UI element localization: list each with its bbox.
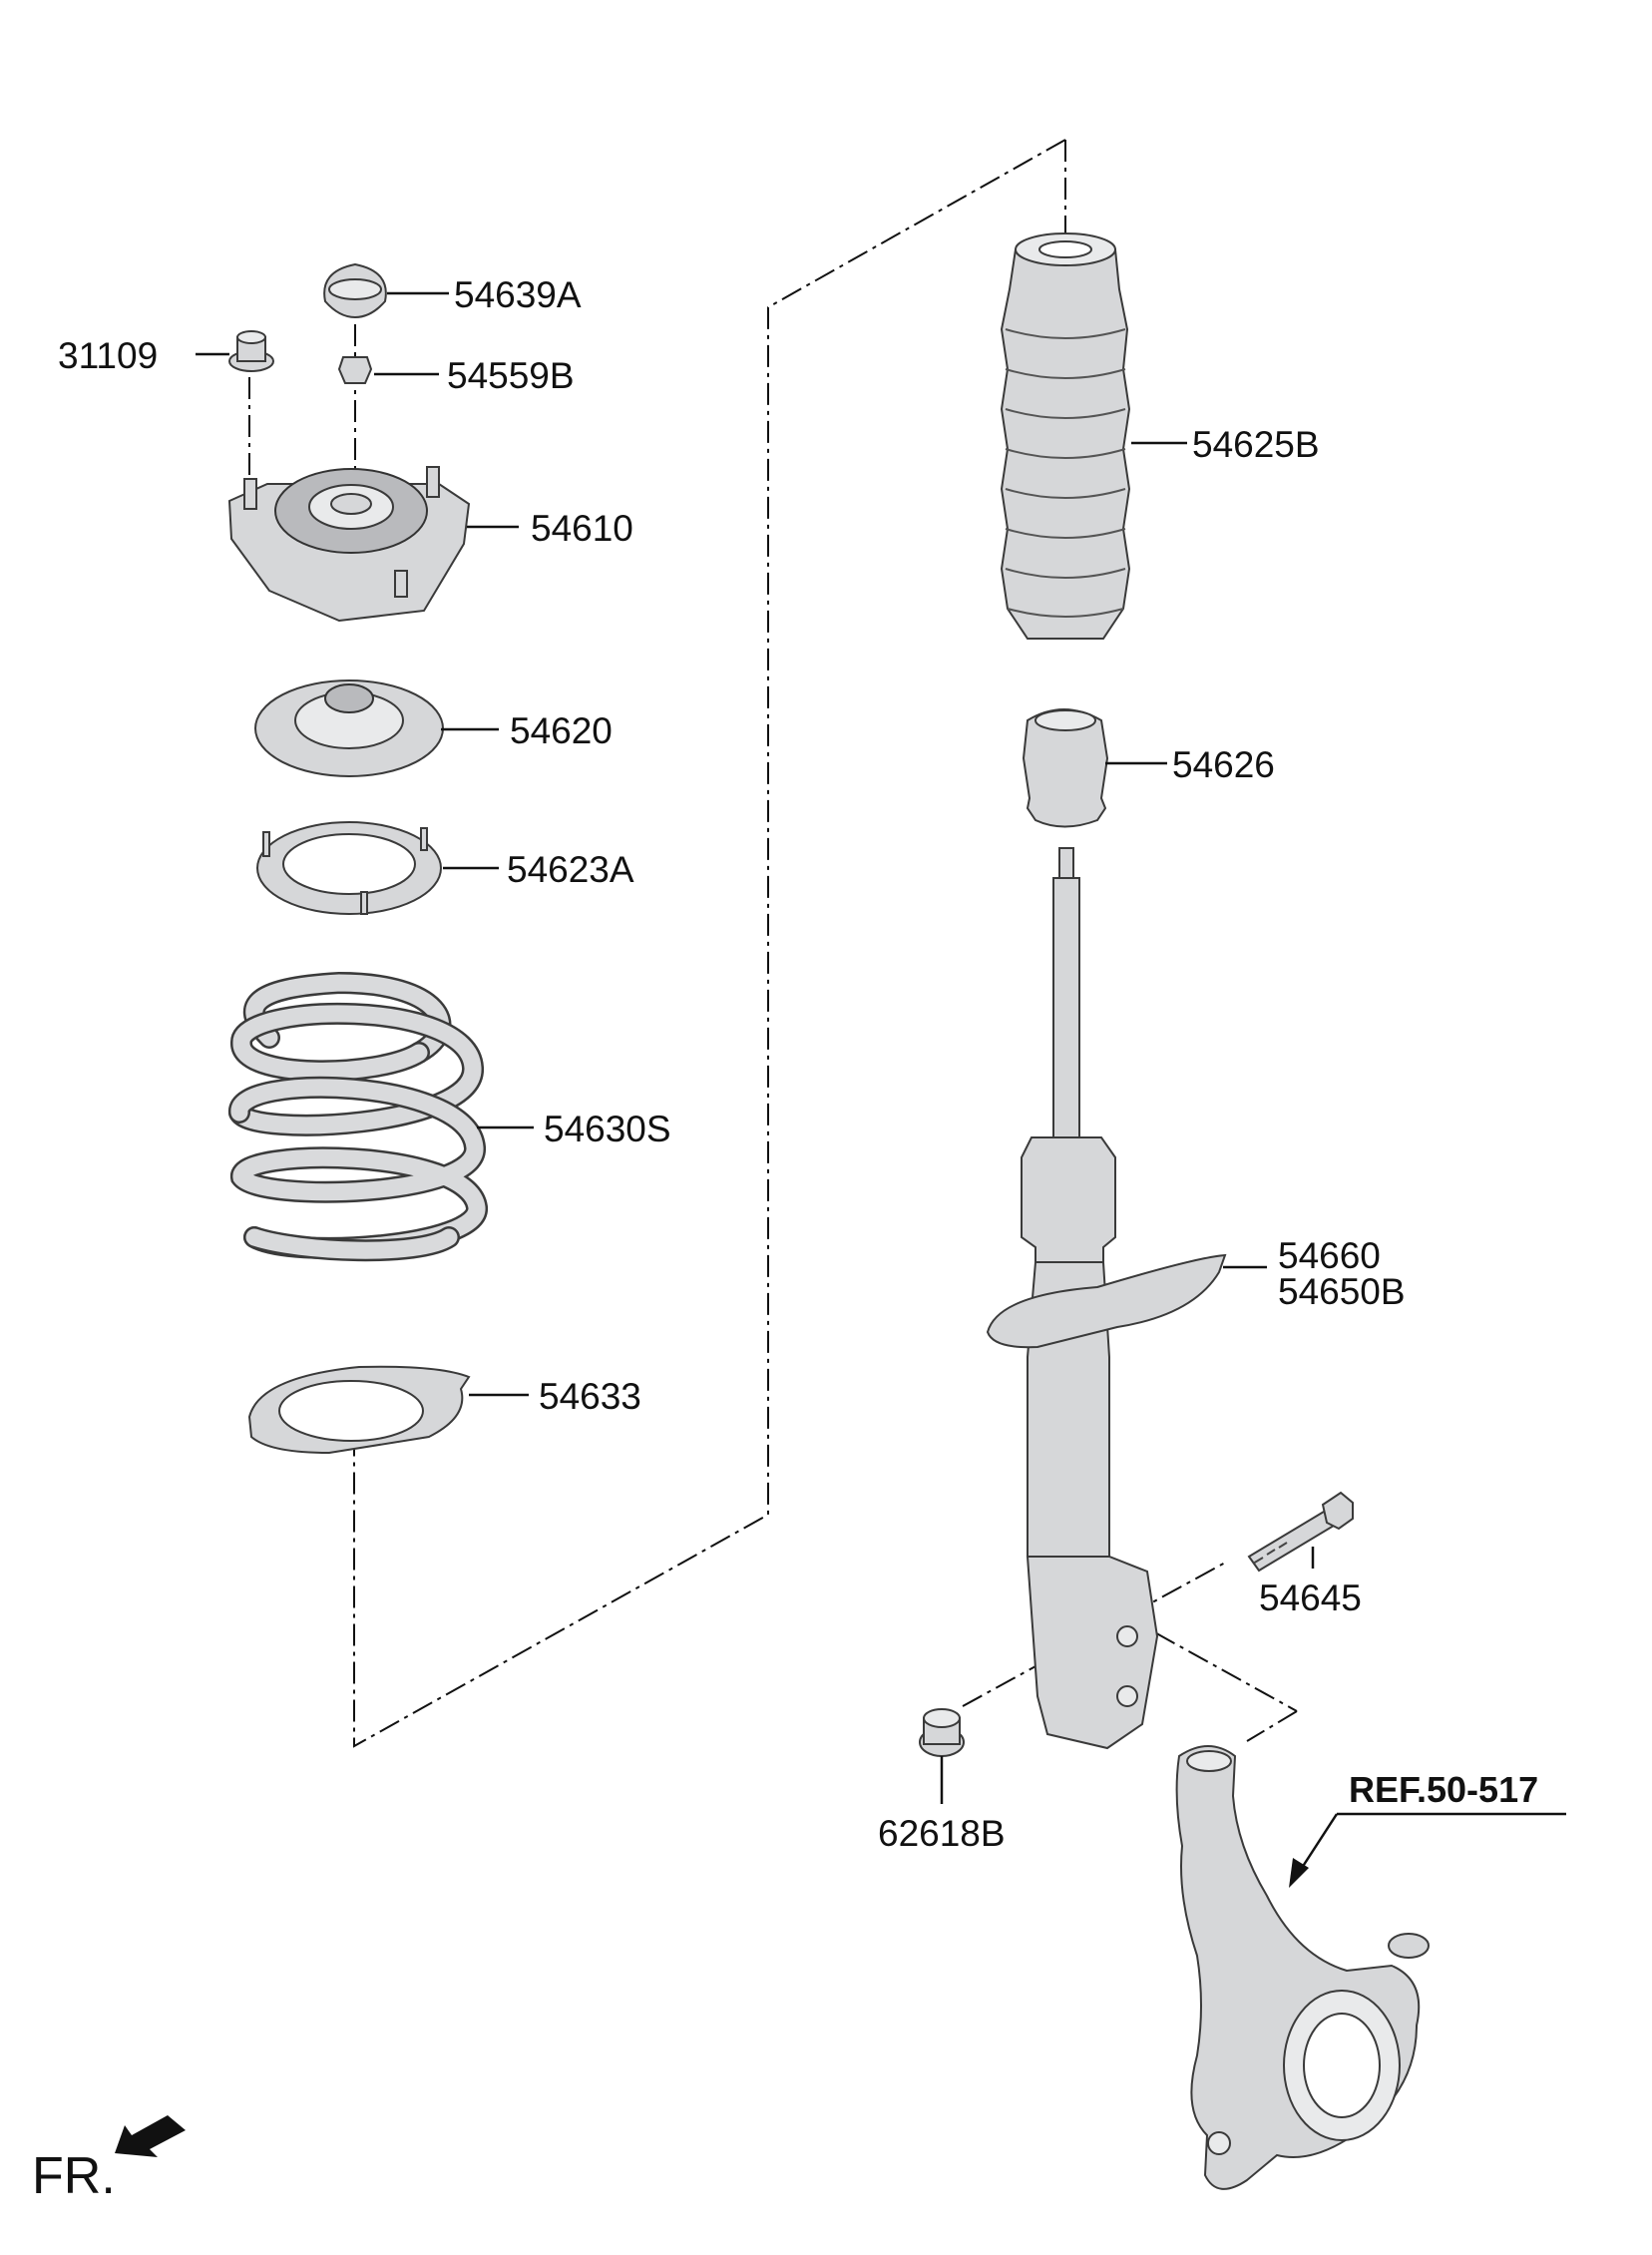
lower-spring-pad-part bbox=[247, 1365, 471, 1455]
label-31109: 31109 bbox=[58, 335, 158, 376]
front-arrow-icon bbox=[115, 2115, 186, 2157]
label-54620: 54620 bbox=[510, 710, 613, 751]
label-54630S: 54630S bbox=[544, 1109, 671, 1149]
bolt-part bbox=[1247, 1491, 1354, 1573]
label-54660: 54660 bbox=[1278, 1235, 1381, 1276]
label-54626: 54626 bbox=[1172, 744, 1275, 785]
part-labels: 54639A 31109 54559B 54625B 54610 54620 5… bbox=[58, 274, 1538, 1854]
front-label: FR. bbox=[32, 2147, 116, 2205]
label-54625B: 54625B bbox=[1192, 424, 1320, 465]
label-54633: 54633 bbox=[539, 1376, 641, 1417]
lower-nut-part bbox=[919, 1708, 965, 1757]
leader-lines bbox=[196, 291, 1566, 1888]
label-54610: 54610 bbox=[531, 508, 633, 549]
spring-seat-part bbox=[256, 821, 442, 915]
cap-part bbox=[323, 262, 387, 319]
flange-nut-part bbox=[228, 330, 274, 372]
strut-part bbox=[986, 847, 1227, 1750]
label-54639A: 54639A bbox=[454, 274, 582, 315]
front-direction-indicator: FR. bbox=[32, 2115, 186, 2205]
label-54623A: 54623A bbox=[507, 849, 634, 890]
label-62618B: 62618B bbox=[878, 1813, 1006, 1854]
label-54645: 54645 bbox=[1259, 1578, 1362, 1618]
upper-nut-part bbox=[337, 356, 373, 384]
dust-boot-part bbox=[1000, 232, 1131, 640]
insulator-plate-part bbox=[254, 679, 444, 777]
coil-spring-part bbox=[228, 971, 488, 1262]
top-mount-part bbox=[227, 466, 471, 623]
label-54650B: 54650B bbox=[1278, 1271, 1406, 1312]
bump-stopper-part bbox=[1022, 708, 1109, 828]
steering-knuckle-part bbox=[1175, 1745, 1430, 2190]
assembly-centerlines bbox=[248, 139, 1298, 1748]
label-54559B: 54559B bbox=[447, 355, 575, 396]
reference-label: REF.50-517 bbox=[1349, 1769, 1538, 1810]
